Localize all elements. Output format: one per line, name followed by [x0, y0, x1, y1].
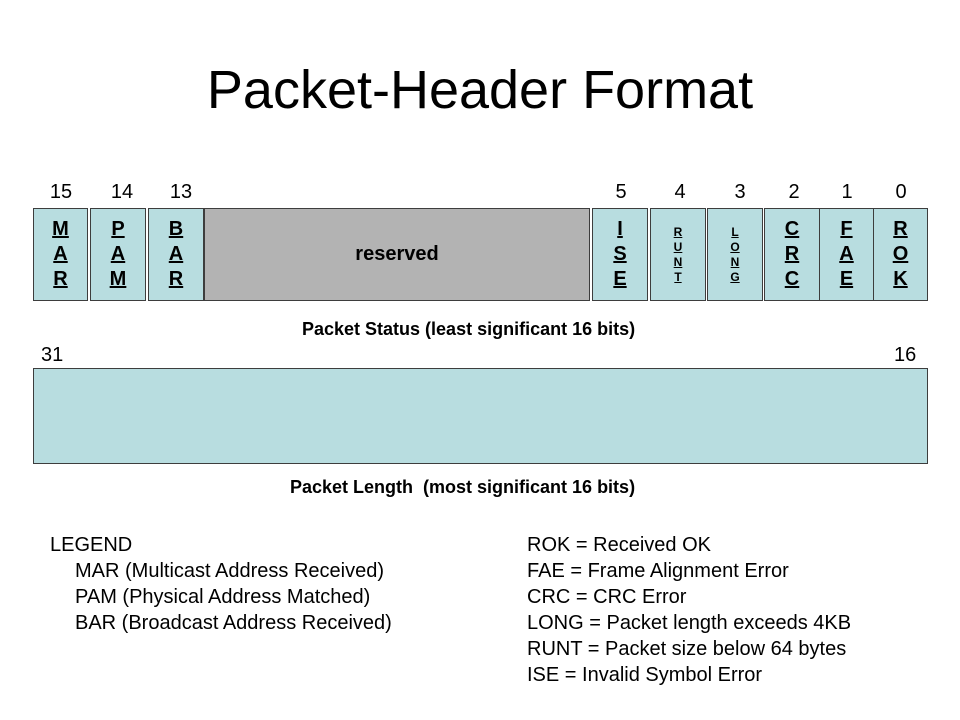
field-pam: P A M	[90, 208, 146, 301]
field-letter: O	[892, 243, 909, 265]
field-runt: R U N T	[650, 208, 706, 301]
field-letter: M	[109, 268, 127, 290]
legend-item-pam: PAM (Physical Address Matched)	[75, 586, 371, 608]
field-letter: K	[893, 268, 908, 290]
bit-number-13: 13	[169, 181, 193, 203]
field-rok: R O K	[873, 208, 928, 301]
bit-number-1: 1	[841, 181, 853, 203]
field-letter: R	[53, 268, 68, 290]
legend-item-runt: RUNT = Packet size below 64 bytes	[527, 638, 847, 660]
field-letter: R	[673, 224, 683, 239]
legend-item-ise: ISE = Invalid Symbol Error	[527, 664, 763, 686]
legend-right-column: ROK = Received OK FAE = Frame Alignment …	[527, 532, 851, 688]
packet-status-register: M A R P A M B A R reserved I S E R U N	[33, 208, 928, 301]
legend-left-column: LEGEND MAR (Multicast Address Received) …	[50, 532, 392, 636]
field-bar: B A R	[148, 208, 204, 301]
field-ise: I S E	[592, 208, 648, 301]
legend-item-crc: CRC = CRC Error	[527, 586, 687, 608]
field-fae: F A E	[819, 208, 874, 301]
field-letter: S	[613, 243, 627, 265]
field-long: L O N G	[707, 208, 763, 301]
field-letter: P	[111, 218, 125, 240]
field-letter: R	[893, 218, 908, 240]
bit-number-3: 3	[734, 181, 746, 203]
field-letter: B	[168, 218, 184, 240]
bit-number-16: 16	[894, 344, 917, 366]
field-letter: N	[673, 254, 683, 269]
bit-number-2: 2	[788, 181, 800, 203]
legend-item-rok: ROK = Received OK	[527, 534, 711, 556]
reserved-label: reserved	[355, 243, 439, 265]
legend-item-fae: FAE = Frame Alignment Error	[527, 560, 789, 582]
field-letter: A	[839, 243, 854, 265]
bit-number-0: 0	[895, 181, 907, 203]
field-letter: C	[784, 218, 800, 240]
field-letter: N	[730, 254, 740, 269]
packet-length-field	[33, 368, 928, 464]
field-letter: O	[730, 239, 740, 254]
bit-number-14: 14	[110, 181, 134, 203]
legend-item-mar: MAR (Multicast Address Received)	[75, 560, 384, 582]
packet-length-caption: Packet Length (most significant 16 bits)	[290, 477, 636, 497]
field-letter: A	[53, 243, 68, 265]
legend-item-bar: BAR (Broadcast Address Received)	[75, 612, 392, 634]
bit-number-4: 4	[674, 181, 686, 203]
field-letter: I	[617, 218, 623, 240]
field-letter: M	[52, 218, 69, 240]
page-title: Packet-Header Format	[206, 60, 754, 120]
bit-number-15: 15	[49, 181, 73, 203]
field-letter: E	[613, 268, 627, 290]
bit-number-5: 5	[615, 181, 627, 203]
field-letter: G	[730, 269, 740, 284]
legend-item-long: LONG = Packet length exceeds 4KB	[527, 612, 852, 634]
field-reserved: reserved	[204, 208, 590, 301]
field-letter: L	[731, 224, 739, 239]
field-letter: E	[839, 268, 854, 290]
bit-number-31: 31	[41, 344, 64, 366]
packet-status-caption: Packet Status (least significant 16 bits…	[302, 319, 636, 339]
field-letter: C	[784, 268, 800, 290]
field-mar: M A R	[33, 208, 88, 301]
field-letter: R	[784, 243, 800, 265]
field-letter: A	[168, 243, 184, 265]
field-crc: C R C	[764, 208, 820, 301]
field-letter: R	[168, 268, 184, 290]
field-letter: A	[110, 243, 126, 265]
legend-heading: LEGEND	[50, 534, 133, 556]
field-letter: U	[673, 239, 683, 254]
field-letter: F	[840, 218, 853, 240]
field-letter: T	[674, 269, 682, 284]
